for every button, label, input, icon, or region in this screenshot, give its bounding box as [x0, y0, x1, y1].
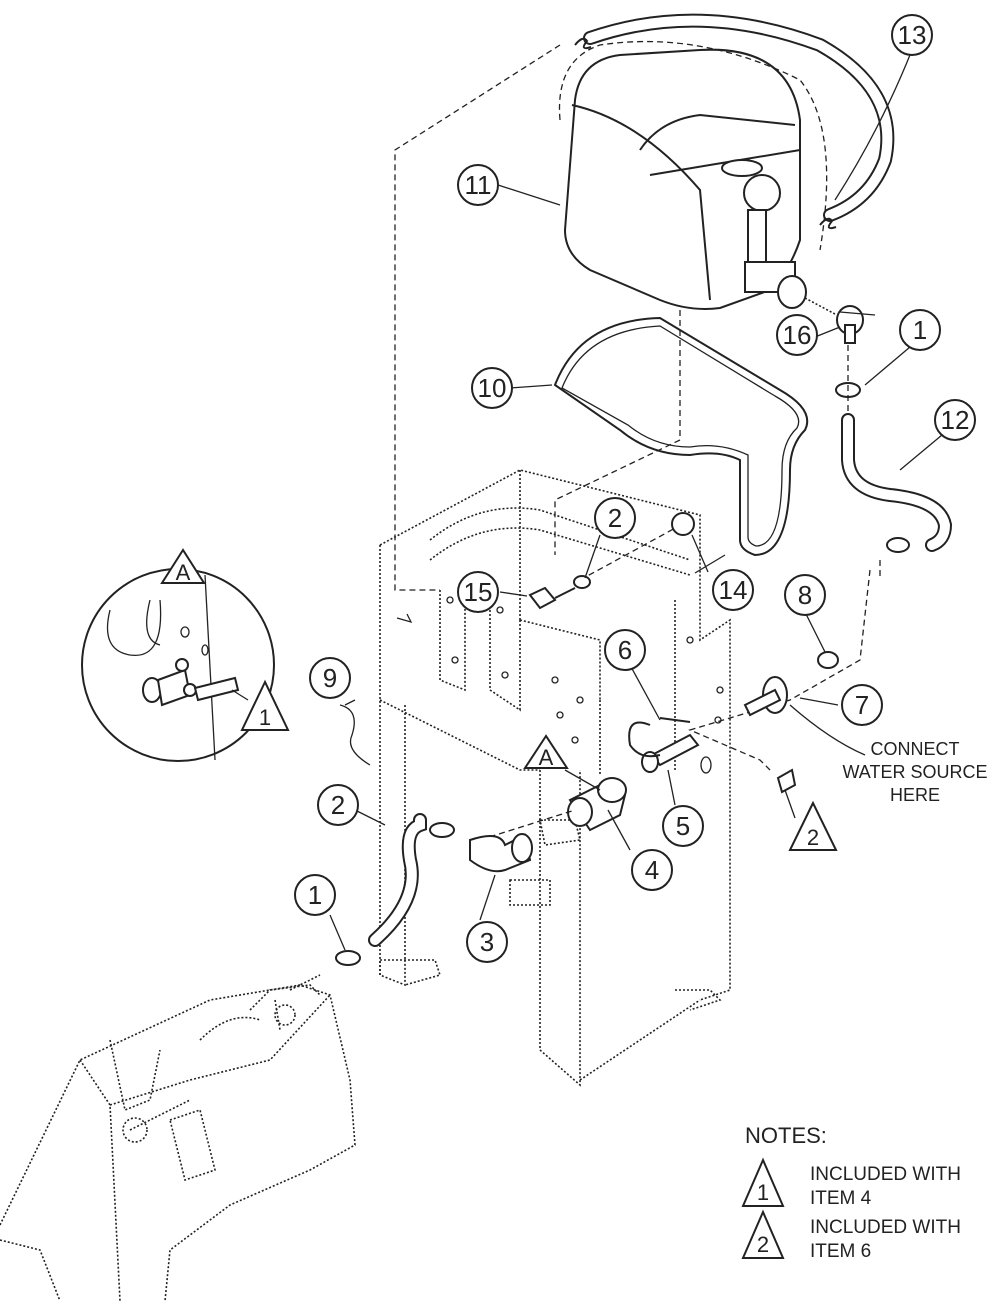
water-fittings [479, 651, 839, 841]
pump-assembly [0, 974, 356, 1302]
svg-text:CONNECT: CONNECT [871, 739, 960, 759]
callout-c6: 6 [604, 629, 646, 671]
callout-c14: 14 [712, 569, 754, 611]
callout-c15: 15 [457, 571, 499, 613]
callout-c4: 4 [631, 849, 673, 891]
svg-text:1: 1 [259, 705, 271, 730]
callout-c13: 13 [891, 14, 933, 56]
svg-text:8: 8 [798, 580, 812, 610]
note-flag-1-marker: 1 [240, 679, 290, 731]
svg-text:INCLUDED WITH: INCLUDED WITH [810, 1217, 961, 1238]
connect-water-label: CONNECT WATER SOURCE HERE [842, 739, 987, 805]
svg-text:14: 14 [719, 575, 748, 605]
overflow-hose [574, 13, 895, 230]
svg-text:2: 2 [757, 1232, 769, 1257]
callout-c3: 3 [466, 921, 508, 963]
detail-view-a [81, 568, 275, 762]
callout-c12: 12 [934, 399, 976, 441]
note-item-2: 2 INCLUDED WITH ITEM 6 [741, 1209, 961, 1262]
note-flag-2-marker: 2 [788, 800, 838, 851]
svg-text:2: 2 [331, 790, 345, 820]
svg-text:2: 2 [608, 503, 622, 533]
svg-text:11: 11 [465, 170, 492, 200]
svg-text:WATER SOURCE: WATER SOURCE [842, 762, 987, 782]
svg-text:16: 16 [783, 320, 812, 350]
callout-c1a: 1 [899, 309, 941, 351]
svg-text:3: 3 [480, 927, 494, 957]
svg-text:2: 2 [807, 825, 819, 850]
notes-section: NOTES: 1 INCLUDED WITH ITEM 4 2 INCLUDED… [741, 1123, 961, 1262]
callout-c9: 9 [309, 657, 351, 699]
svg-text:HERE: HERE [890, 785, 940, 805]
water-tank [558, 40, 828, 310]
svg-text:INCLUDED WITH: INCLUDED WITH [810, 1164, 961, 1185]
notes-title: NOTES: [745, 1123, 827, 1148]
hose-clamp-lower [886, 537, 910, 553]
svg-text:9: 9 [323, 663, 337, 693]
note-item-1: 1 INCLUDED WITH ITEM 4 [741, 1157, 961, 1209]
svg-text:ITEM 6: ITEM 6 [810, 1241, 871, 1262]
alignment-lines [394, 44, 881, 771]
svg-text:7: 7 [855, 690, 869, 720]
svg-text:12: 12 [941, 405, 970, 435]
stand-frame [379, 469, 731, 1087]
callout-c8: 8 [784, 574, 826, 616]
svg-text:A: A [176, 560, 191, 585]
triangle-marker-fitting-a: A [523, 734, 569, 770]
supply-hose [841, 345, 953, 552]
svg-text:15: 15 [464, 577, 493, 607]
callout-c10: 10 [471, 367, 513, 409]
callout-c11: 11 [457, 164, 499, 206]
triangle-marker-detail-a: A [160, 548, 206, 585]
tie-wire [339, 704, 371, 766]
svg-text:ITEM 4: ITEM 4 [810, 1188, 872, 1209]
bolt-and-washer [528, 512, 695, 610]
svg-text:5: 5 [676, 811, 690, 841]
callout-c1b: 1 [294, 874, 336, 916]
hose-clamp-mid [429, 822, 455, 838]
svg-text:A: A [539, 745, 554, 770]
leader-lines [231, 49, 943, 951]
elbow-fitting [469, 833, 533, 873]
svg-text:4: 4 [645, 855, 659, 885]
drain-hose [368, 813, 427, 947]
drain-valve [804, 297, 876, 344]
svg-text:10: 10 [478, 373, 507, 403]
callout-c2b: 2 [317, 784, 359, 826]
svg-text:13: 13 [898, 20, 927, 50]
callout-c7: 7 [841, 684, 883, 726]
svg-text:6: 6 [618, 635, 632, 665]
tank-gasket [553, 316, 809, 557]
svg-text:1: 1 [308, 880, 322, 910]
callout-c5: 5 [662, 805, 704, 847]
svg-text:1: 1 [913, 315, 927, 345]
hose-clamp-bottom [335, 950, 361, 966]
callout-c16: 16 [776, 314, 818, 356]
svg-text:1: 1 [757, 1180, 769, 1205]
callout-c2a: 2 [594, 497, 636, 539]
